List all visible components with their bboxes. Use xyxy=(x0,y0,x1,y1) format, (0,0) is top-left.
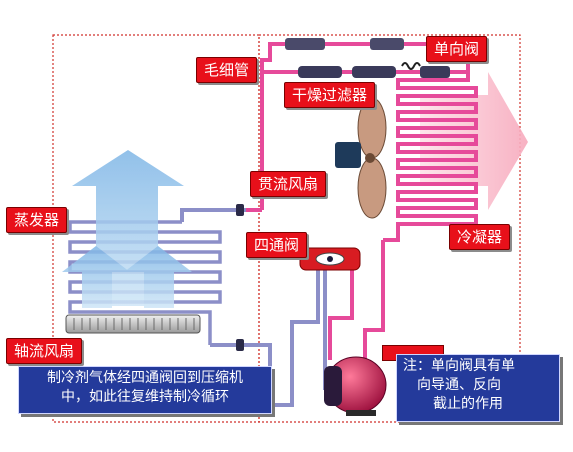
note-cycle-line2: 中，如此往复维持制冷循环 xyxy=(61,389,229,405)
label-condenser: 冷凝器 xyxy=(449,224,511,250)
note-valve-line1: 注：单向阀具有单 xyxy=(403,358,515,374)
note-check-valve: 注：单向阀具有单 向导通、反向 截止的作用 xyxy=(396,354,560,422)
label-crossflow-fan: 贯流风扇 xyxy=(250,171,327,197)
compressor xyxy=(324,356,387,416)
label-dryer-filter: 干燥过滤器 xyxy=(284,82,376,108)
note-cycle-line1: 制冷剂气体经四通阀回到压缩机 xyxy=(47,370,243,386)
label-evaporator: 蒸发器 xyxy=(6,207,68,233)
label-axial-fan: 轴流风扇 xyxy=(6,338,83,364)
condenser-coil xyxy=(396,70,478,237)
label-four-way-valve: 四通阀 xyxy=(246,232,308,258)
four-way-valve-body xyxy=(299,247,361,271)
evaporator-airflow xyxy=(62,150,192,308)
note-valve-line3: 截止的作用 xyxy=(433,396,503,412)
label-capillary: 毛细管 xyxy=(196,57,258,83)
pipe-connectors xyxy=(236,204,244,351)
note-valve-line2: 向导通、反向 xyxy=(417,377,501,393)
note-refrigeration-cycle: 制冷剂气体经四通阀回到压缩机 中，如此往复维持制冷循环 xyxy=(18,366,272,414)
indoor-fan-body xyxy=(65,314,201,334)
label-check-valve: 单向阀 xyxy=(426,36,488,62)
outdoor-fan xyxy=(335,97,387,219)
hot-gas-lines xyxy=(246,208,400,360)
pipe-fittings xyxy=(285,38,450,78)
